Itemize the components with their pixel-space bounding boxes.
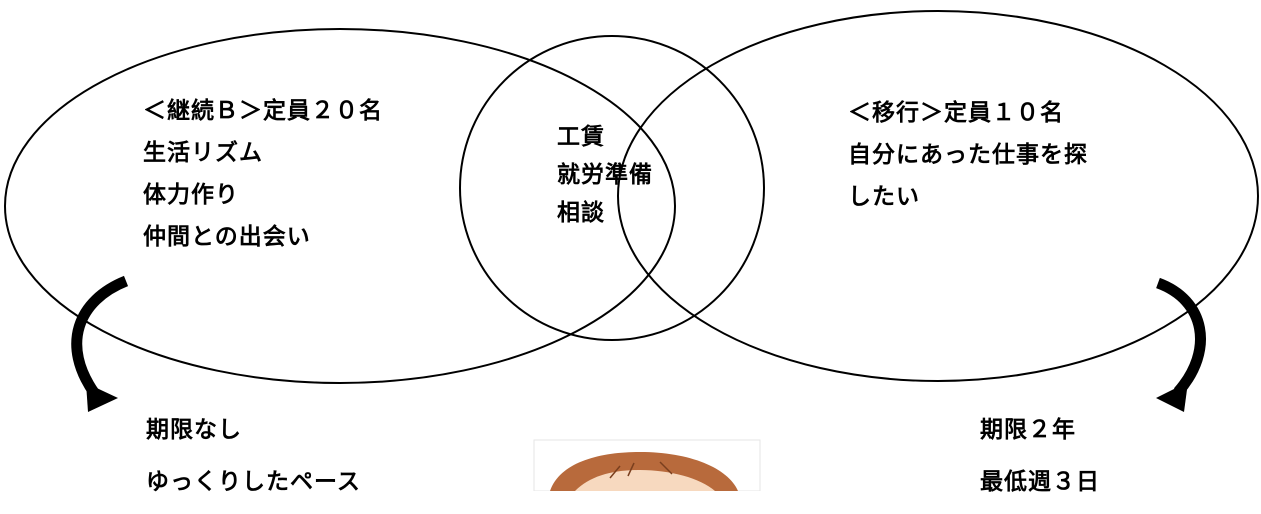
right-ellipse <box>617 10 1259 382</box>
venn-diagram-graphics <box>4 10 1259 492</box>
right-bottom-line: 最低週３日 <box>980 469 1100 495</box>
right-circle-text: ＜移行＞定員１０名 自分にあった仕事を探 したい <box>848 92 1088 218</box>
left-circle-text: ＜継続Ｂ＞定員２０名 生活リズム 体力作り 仲間との出会い <box>143 90 383 258</box>
overlap-item: 工賃 <box>557 124 605 150</box>
left-bottom-line: 期限なし <box>146 417 242 443</box>
right-arrowhead-icon <box>1156 382 1188 412</box>
overlap-item: 相談 <box>557 200 605 226</box>
left-circle-item: 体力作り <box>143 182 239 208</box>
right-circle-item: 自分にあった仕事を探 <box>848 142 1088 168</box>
right-bottom-note: 期限２年 最低週３日 <box>980 410 1100 514</box>
right-bottom-line: 期限２年 <box>980 417 1076 443</box>
right-curved-arrow-icon <box>1155 277 1206 396</box>
left-circle-item: 仲間との出会い <box>143 224 311 250</box>
left-circle-title: ＜継続Ｂ＞定員２０名 <box>143 98 383 124</box>
left-circle-item: 生活リズム <box>143 140 263 166</box>
woman-face-icon <box>533 439 761 492</box>
left-bottom-note: 期限なし ゆっくりしたペース <box>146 410 361 514</box>
left-bottom-line: ゆっくりしたペース <box>146 469 361 495</box>
right-circle-item: したい <box>848 184 920 210</box>
overlap-item: 就労準備 <box>557 162 653 188</box>
right-circle-title: ＜移行＞定員１０名 <box>848 100 1064 126</box>
left-ellipse <box>4 28 676 384</box>
left-arrowhead-icon <box>86 383 118 412</box>
overlap-text: 工賃 就労準備 相談 <box>557 118 653 232</box>
middle-ellipse <box>459 35 765 341</box>
left-curved-arrow-icon <box>71 275 129 398</box>
venn-diagram: ＜継続Ｂ＞定員２０名 生活リズム 体力作り 仲間との出会い 工賃 就労準備 相談… <box>4 10 1259 495</box>
